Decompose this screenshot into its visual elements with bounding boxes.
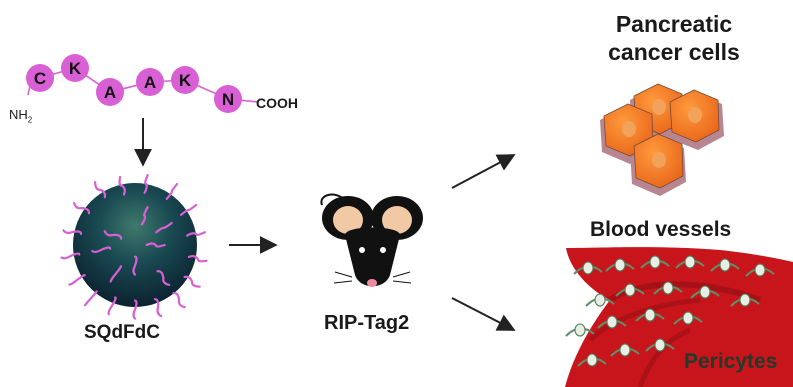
pericyte — [710, 258, 740, 272]
pericyte — [645, 338, 675, 352]
pericyte — [640, 255, 670, 269]
pericyte — [730, 293, 760, 307]
surface-peptides — [60, 174, 208, 320]
surface-peptide — [72, 201, 91, 215]
pericyte — [673, 311, 703, 325]
cancer-cells-title: Pancreatic cancer cells — [589, 10, 759, 66]
peptide-residue: N — [214, 85, 242, 113]
peptide-residue: K — [171, 66, 199, 94]
pericytes-label: Pericytes — [684, 350, 778, 373]
surface-peptide — [156, 270, 171, 287]
pericyte — [690, 285, 720, 299]
mouse-ear-left — [333, 206, 363, 234]
arrow-to-cancer-cells — [451, 154, 516, 189]
blood-vessel-image — [565, 247, 793, 387]
peptide-residue-letter: N — [222, 90, 234, 109]
peptide-chain: C K A A K N — [26, 54, 259, 113]
surface-peptide — [60, 252, 81, 260]
peptide-n-terminus: NH2 — [9, 107, 33, 125]
surface-peptide — [155, 221, 173, 234]
surface-peptide — [109, 265, 123, 283]
peptide-residue: C — [26, 64, 54, 92]
pericyte — [615, 283, 645, 297]
pericyte — [653, 281, 683, 295]
cancer-cells-title-line2: cancer cells — [608, 39, 740, 65]
blood-vessels-label: Blood vessels — [590, 218, 732, 241]
arrow-to-blood-vessels — [451, 297, 516, 331]
peptide-residue: K — [61, 54, 89, 82]
peptide-residue: A — [96, 78, 124, 106]
peptide-residue: A — [136, 68, 164, 96]
surface-peptide — [118, 175, 126, 196]
mouse-icon — [320, 193, 423, 287]
surface-peptide — [68, 273, 86, 286]
surface-peptide — [187, 254, 208, 263]
surface-peptide — [132, 255, 138, 276]
peptide-residue-letter: K — [69, 59, 82, 78]
surface-peptide — [165, 182, 179, 200]
surface-peptide — [179, 203, 198, 216]
peptide-residue-letter: A — [104, 83, 116, 102]
surface-peptide — [62, 229, 83, 235]
nanoparticle-label: SQdFdC — [84, 322, 160, 343]
nanoparticle-sphere — [60, 174, 208, 320]
surface-peptide — [94, 180, 107, 199]
cancer-cells-cluster — [600, 83, 724, 196]
surface-peptide — [140, 206, 149, 226]
surface-peptide — [143, 174, 149, 194]
peptide-residue-letter: C — [34, 69, 46, 88]
pericyte — [635, 308, 665, 322]
surface-peptide — [107, 296, 117, 316]
surface-peptide — [183, 275, 201, 288]
pericytes-layer — [565, 255, 775, 367]
pericyte — [610, 343, 640, 357]
peptide-c-terminus: COOH — [256, 95, 298, 111]
sphere-core — [73, 183, 197, 307]
surface-peptide — [145, 242, 166, 248]
peptide-residue-letter: A — [144, 73, 156, 92]
mouse-model-label: RIP-Tag2 — [324, 312, 410, 334]
surface-peptide — [186, 231, 206, 237]
pericyte — [573, 261, 603, 275]
surface-peptide — [103, 230, 123, 240]
surface-peptide — [153, 298, 163, 318]
mouse-ear-right — [382, 206, 412, 234]
surface-peptide — [91, 246, 112, 254]
pericyte — [605, 258, 635, 272]
pericyte — [585, 293, 615, 307]
surface-peptide — [172, 291, 186, 309]
pericyte — [675, 255, 705, 269]
surface-peptide — [84, 290, 98, 307]
cancer-cells-title-line1: Pancreatic — [615, 11, 733, 37]
pericyte — [597, 315, 627, 329]
pericyte — [565, 323, 595, 337]
pericyte — [745, 263, 775, 277]
surface-peptide — [132, 299, 138, 320]
pericyte — [577, 353, 607, 367]
peptide-residue-letter: K — [179, 71, 192, 90]
